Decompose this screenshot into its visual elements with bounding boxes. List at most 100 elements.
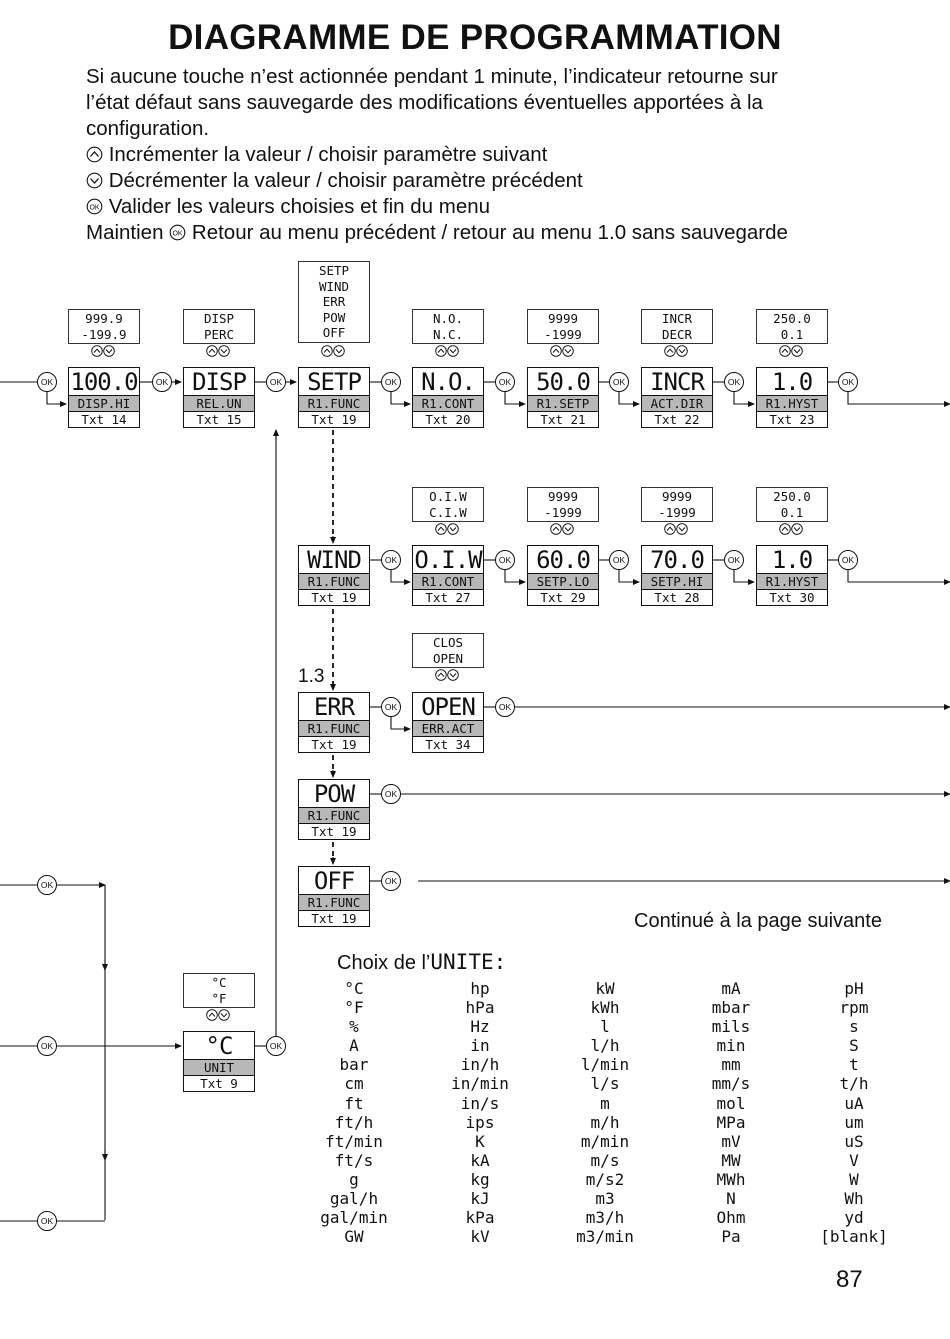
unit-item: m3/min — [576, 1227, 634, 1247]
up-key-icon — [86, 146, 103, 163]
ok-key-icon: OK — [838, 372, 858, 392]
ok-key-icon: OK — [495, 372, 515, 392]
unit-item: mils — [711, 1017, 751, 1037]
intro-line-2: l’état défaut sans sauvegarde des modifi… — [86, 91, 763, 114]
up-down-keys-icon — [664, 345, 688, 357]
unit-item: min — [716, 1036, 746, 1056]
ok-key-icon: OK — [609, 372, 629, 392]
unit-item: V — [849, 1150, 859, 1170]
legend-hold: Maintien OK Retour au menu précédent / r… — [86, 220, 788, 246]
connector-line — [847, 391, 950, 407]
svg-text:OK: OK — [842, 377, 855, 387]
units-heading: Choix de l’UNITE: — [337, 950, 506, 975]
svg-text:OK: OK — [89, 204, 99, 211]
svg-text:OK: OK — [385, 789, 398, 799]
unit-item: Ohm — [716, 1208, 746, 1228]
options-setp-lo: 9999-1999 — [527, 487, 599, 522]
intro-line-3: configuration. — [86, 117, 210, 140]
svg-text:OK: OK — [385, 876, 398, 886]
legend-hold-prefix: Maintien — [86, 221, 164, 244]
ok-key-icon: OK — [381, 697, 401, 717]
options-setp-hi: 9999-1999 — [641, 487, 713, 522]
ok-key-icon: OK — [169, 224, 186, 241]
unit-item: N — [726, 1189, 736, 1209]
unit-item: MPa — [716, 1112, 746, 1132]
connector-line — [733, 391, 755, 407]
up-down-keys-icon — [91, 345, 115, 357]
ok-key-icon: OK — [266, 372, 286, 392]
unit-item: m3 — [595, 1189, 615, 1209]
up-down-keys-icon — [779, 523, 803, 535]
page-title: DIAGRAMME DE PROGRAMMATION — [168, 18, 782, 57]
unit-item: S — [849, 1036, 859, 1056]
legend-up-text: Incrémenter la valeur / choisir paramètr… — [108, 143, 548, 166]
svg-text:OK: OK — [41, 1216, 54, 1226]
legend-hold-text: Retour au menu précédent / retour au men… — [191, 221, 788, 244]
unit-item: kJ — [470, 1189, 490, 1209]
connector-line — [618, 569, 640, 585]
unit-item: s — [849, 1017, 859, 1037]
unit-item: g — [349, 1169, 359, 1189]
connector-line — [847, 569, 950, 585]
intro-line-1: Si aucune touche n’est actionnée pendant… — [86, 65, 778, 88]
connector-line — [46, 391, 67, 407]
ok-key-icon: OK — [152, 372, 172, 392]
units-heading-prefix: Choix de l’ — [337, 952, 431, 974]
up-down-keys-icon — [664, 523, 688, 535]
svg-text:OK: OK — [499, 702, 512, 712]
unit-item: l/min — [580, 1055, 630, 1075]
ok-key-icon: OK — [724, 372, 744, 392]
unit-item: K — [475, 1131, 485, 1151]
unit-item: gal/h — [329, 1189, 379, 1209]
unit-item: Hz — [470, 1017, 490, 1037]
unit-item: m/s2 — [585, 1169, 625, 1189]
options-r1-setp: 9999-1999 — [527, 309, 599, 344]
unit-item: mol — [716, 1093, 746, 1113]
ok-key-icon: OK — [381, 784, 401, 804]
ok-key-icon: OK — [37, 875, 57, 895]
unit-item: A — [349, 1036, 359, 1056]
unit-item: kWh — [590, 998, 620, 1018]
svg-text:OK: OK — [385, 702, 398, 712]
unit-item: mm/s — [711, 1074, 751, 1094]
unit-item: m/s — [590, 1150, 620, 1170]
svg-text:OK: OK — [156, 377, 169, 387]
up-down-keys-icon — [779, 345, 803, 357]
unit-item: Pa — [721, 1227, 741, 1247]
unit-item: in/h — [460, 1055, 500, 1075]
svg-text:OK: OK — [842, 555, 855, 565]
ok-key-icon: OK — [381, 871, 401, 891]
unit-item: GW — [344, 1227, 364, 1247]
unit-item: ips — [465, 1112, 495, 1132]
ok-key-icon: OK — [609, 550, 629, 570]
unit-item: MWh — [716, 1169, 746, 1189]
unit-item: hp — [470, 979, 490, 998]
unit-item: t/h — [839, 1074, 869, 1094]
unit-item: rpm — [839, 998, 869, 1018]
legend-down-text: Décrémenter la valeur / choisir paramètr… — [108, 169, 583, 192]
svg-text:OK: OK — [173, 230, 183, 237]
unit-item: l/s — [590, 1074, 620, 1094]
ok-key-icon: OK — [381, 550, 401, 570]
unit-item: mbar — [711, 998, 751, 1018]
unit-item: kg — [470, 1169, 490, 1189]
ok-key-icon: OK — [37, 372, 57, 392]
unit-item: bar — [339, 1055, 369, 1075]
unit-item: [blank] — [820, 1227, 888, 1247]
connector-line — [618, 391, 640, 407]
options-r1-cont: N.O.N.C. — [412, 309, 484, 344]
unit-item: W — [849, 1169, 859, 1189]
page-number: 87 — [836, 1266, 863, 1293]
